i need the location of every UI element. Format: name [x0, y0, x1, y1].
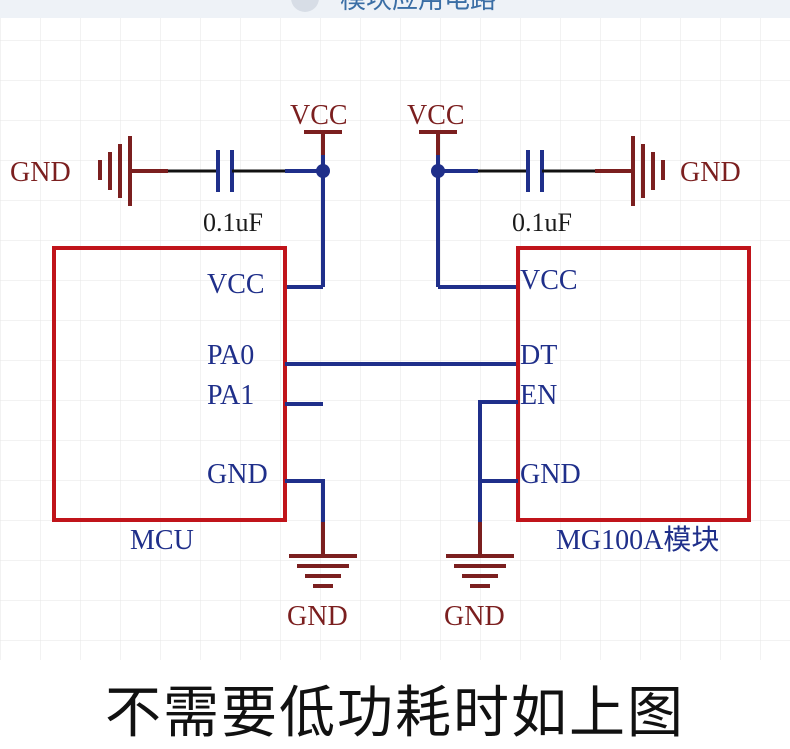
ground-symbol-left — [98, 136, 168, 206]
capacitor-value-right: 0.1uF — [512, 208, 572, 237]
grid-background — [0, 0, 790, 660]
ground-symbol-module — [446, 522, 514, 588]
wire-mcu-gnd — [285, 479, 325, 522]
mcu-pin-vcc: VCC — [207, 269, 265, 300]
gnd-label-mcu: GND — [287, 601, 348, 632]
mcu-pin-pa0: PA0 — [207, 340, 254, 371]
module-pin-gnd: GND — [520, 459, 581, 490]
caption-text: 不需要低功耗时如上图 — [105, 681, 685, 746]
vcc-label-right: VCC — [407, 100, 465, 131]
capacitor-value-left: 0.1uF — [203, 208, 263, 237]
module-pin-vcc: VCC — [520, 265, 578, 296]
wire-module-en-gnd — [478, 400, 518, 522]
gnd-label-left: GND — [10, 157, 71, 188]
capacitor-left — [168, 150, 285, 192]
mcu-name: MCU — [130, 525, 194, 556]
vcc-label-left: VCC — [290, 100, 348, 131]
module-block — [516, 246, 751, 522]
mcu-pin-pa1: PA1 — [207, 380, 254, 411]
mcu-block — [52, 246, 287, 522]
module-pin-dt: DT — [520, 340, 557, 371]
ground-symbol-right — [595, 136, 665, 206]
header-title: 模块应用电路 — [340, 0, 496, 15]
junction-dot-left — [316, 164, 330, 178]
gnd-label-right: GND — [680, 157, 741, 188]
ground-symbol-mcu — [289, 522, 357, 588]
header-bar: 模块应用电路 — [0, 0, 790, 18]
capacitor-right — [478, 150, 595, 192]
vcc-symbol-right — [419, 130, 457, 155]
junction-dot-right — [431, 164, 445, 178]
vcc-symbol-left — [304, 130, 342, 155]
mcu-pin-gnd: GND — [207, 459, 268, 490]
module-pin-en: EN — [520, 380, 557, 411]
gnd-label-module: GND — [444, 601, 505, 632]
module-name: MG100A模块 — [556, 524, 719, 556]
